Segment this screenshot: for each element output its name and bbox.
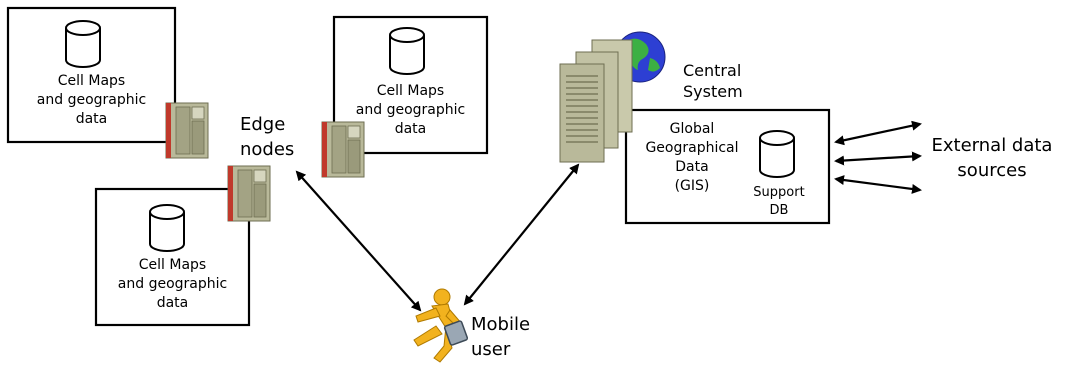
central-db-box (624, 108, 831, 225)
arrow-external-3 (834, 175, 922, 194)
mobile-user-label: Mobile user (471, 314, 531, 360)
cell-db-2-icon (389, 27, 425, 75)
cell-box-1 (6, 6, 177, 144)
support-db-icon (759, 130, 795, 178)
cell-box-3 (94, 187, 251, 327)
arrow-central-to-user (463, 163, 580, 306)
arrow-external-1 (834, 120, 922, 146)
edge-server-3-icon (227, 165, 271, 222)
arrow-edge-to-user (295, 170, 422, 312)
cell-box-1-label: Cell Maps and geographic data (36, 73, 147, 127)
cell-box-3-label: Cell Maps and geographic data (117, 257, 228, 311)
cell-box-2-label: Cell Maps and geographic data (355, 83, 466, 137)
gis-label: Global Geographical Data (GIS) (645, 121, 739, 194)
arrow-external-2 (834, 151, 922, 166)
external-sources-label: External data sources (931, 135, 1053, 181)
central-system-label: Central System (683, 61, 743, 101)
cell-db-1-icon (65, 20, 101, 68)
mobile-user-icon (413, 288, 469, 363)
edge-nodes-label: Edge nodes (240, 114, 295, 160)
cell-db-3-icon (149, 204, 185, 252)
central-server-stack-icon (559, 31, 666, 163)
connection-arrows (295, 120, 922, 312)
support-db-label: Support DB (753, 185, 805, 218)
